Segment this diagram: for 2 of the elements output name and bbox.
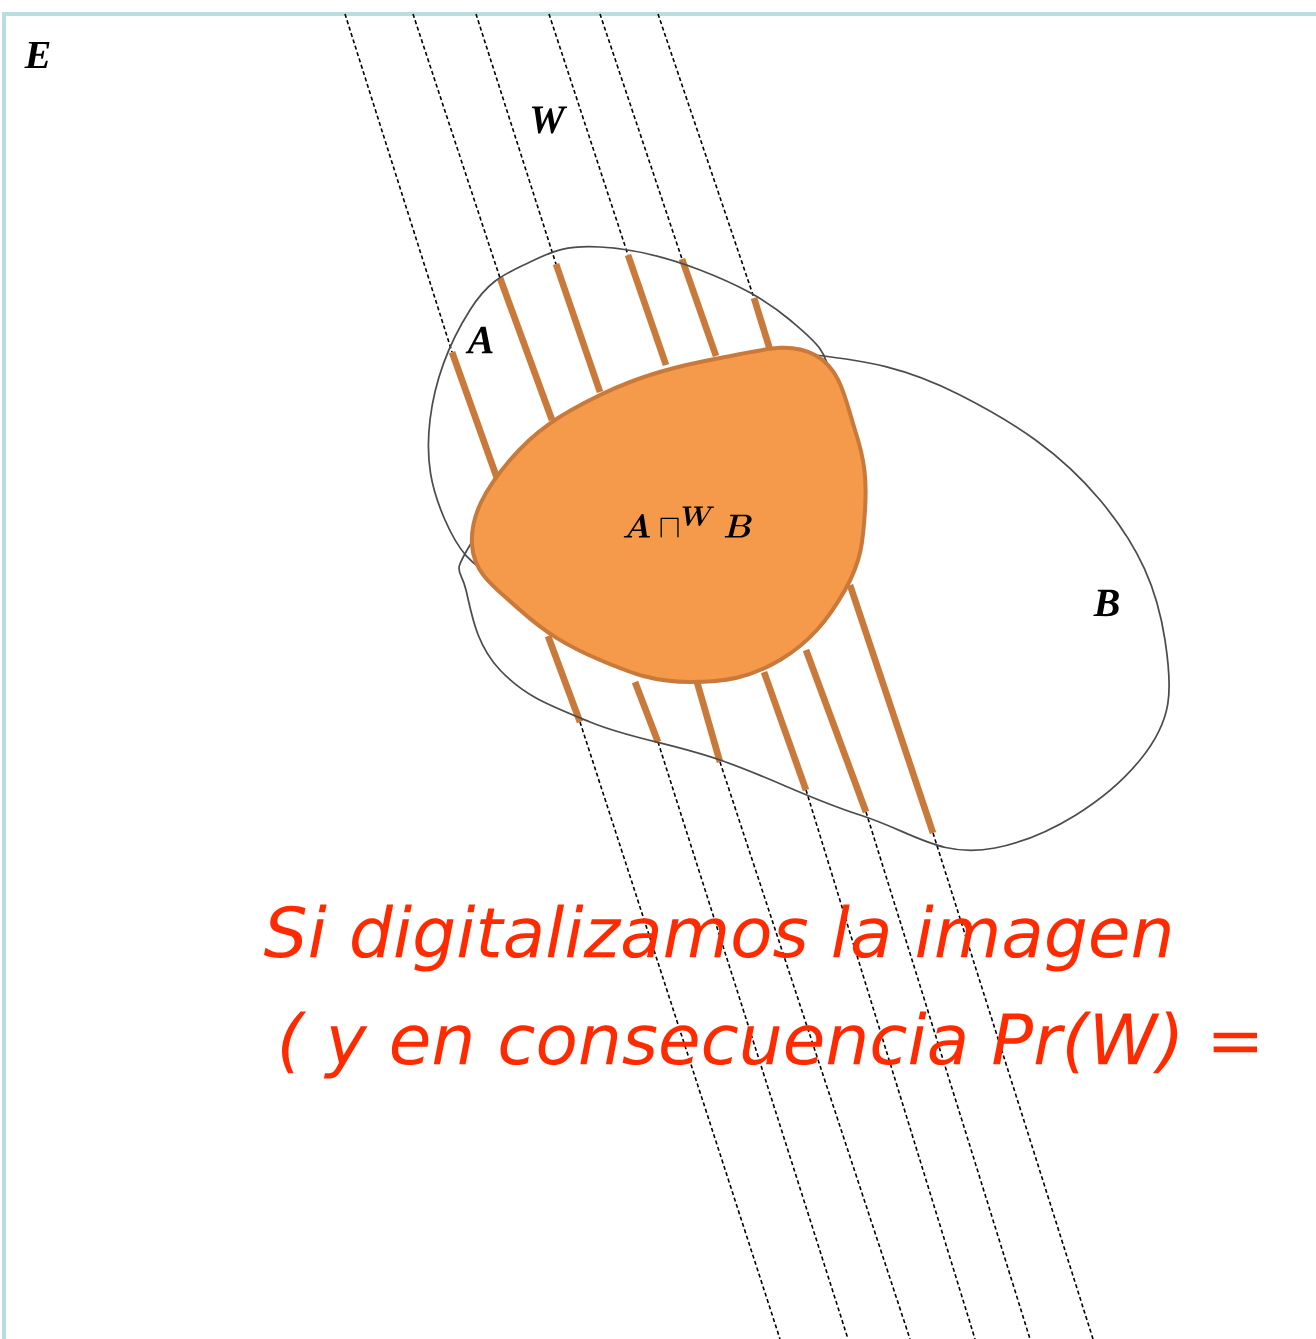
band-label: W <box>532 106 568 134</box>
note-text: Si digitalizamos la imagen <box>264 904 1170 972</box>
